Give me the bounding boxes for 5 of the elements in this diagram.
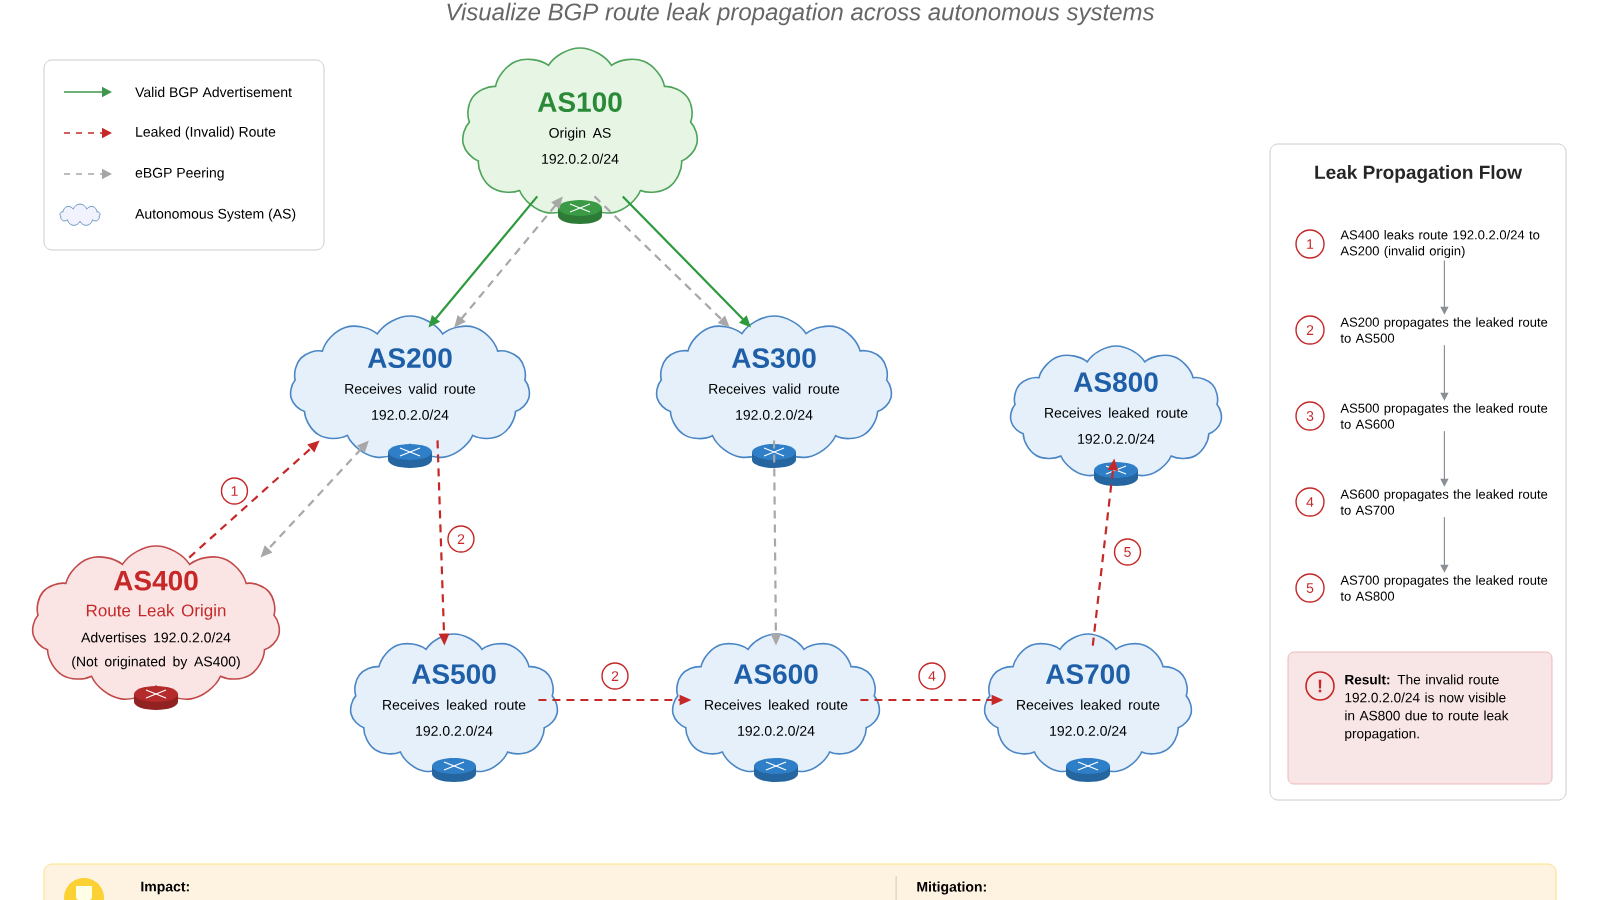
- arrow: [1440, 430, 1449, 487]
- title: Visualize BGP route leak propagation across autonomous systems: [447, 2, 1155, 26]
- arrow: [1440, 259, 1449, 315]
- arrow: [1440, 516, 1449, 573]
- arrow: [1440, 344, 1449, 401]
